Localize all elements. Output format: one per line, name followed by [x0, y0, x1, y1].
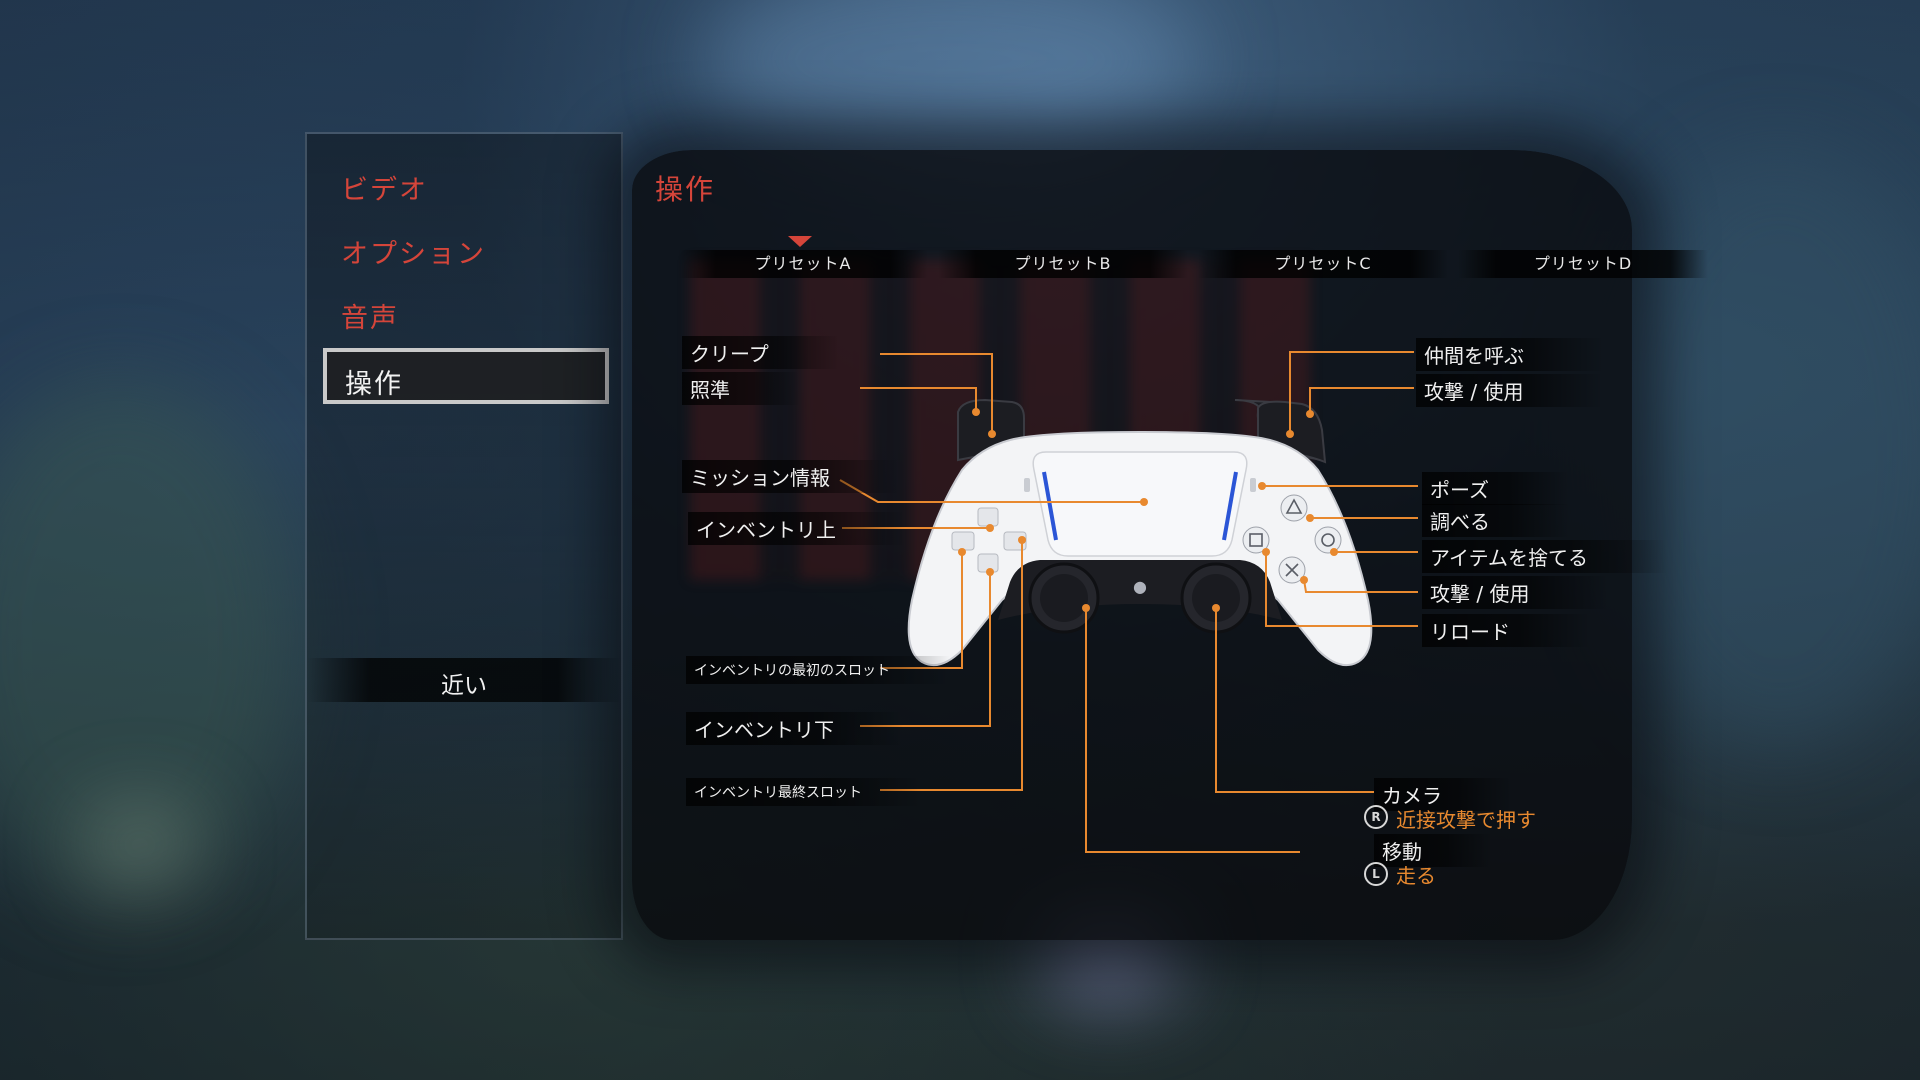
- label-circle-drop-item: アイテムを捨てる: [1422, 540, 1668, 573]
- dpad-left: [951, 531, 975, 551]
- leader-dots: [958, 408, 1338, 612]
- menu-item-controls[interactable]: 操作: [323, 348, 609, 404]
- label-left-stick-run: 走る: [1396, 864, 1436, 888]
- label-r1-attack-use: 攻撃 / 使用: [1416, 374, 1604, 407]
- tab-preset-b[interactable]: プリセットB: [938, 250, 1188, 278]
- label-dpad-right: インベントリ最終スロット: [686, 778, 922, 806]
- tab-preset-c[interactable]: プリセットC: [1198, 250, 1448, 278]
- label-options-pause: ポーズ: [1422, 472, 1569, 505]
- circle-button: [1314, 526, 1342, 554]
- label-square-reload: リロード: [1422, 614, 1590, 647]
- touchpad: [1032, 451, 1248, 557]
- menu-item-options[interactable]: オプション: [341, 239, 486, 270]
- label-l1-aim: 照準: [682, 372, 800, 405]
- label-right-stick-camera: カメラ: [1374, 778, 1512, 811]
- label-right-stick-melee: 近接攻撃で押す: [1396, 808, 1536, 832]
- label-dpad-left: インベントリの最初のスロット: [686, 656, 950, 684]
- left-stick-press-icon: L: [1364, 862, 1388, 886]
- selected-preset-marker-icon: [788, 236, 812, 247]
- label-cross-attack-use: 攻撃 / 使用: [1422, 576, 1610, 609]
- label-triangle-inspect: 調べる: [1422, 504, 1570, 537]
- tab-preset-d[interactable]: プリセットD: [1458, 250, 1708, 278]
- label-l2-creep: クリープ: [682, 336, 839, 369]
- distance-setting-value: 近い: [441, 673, 487, 699]
- options-button: [1250, 478, 1256, 492]
- label-dpad-up: インベントリ上: [688, 512, 906, 545]
- triangle-button: [1280, 494, 1308, 522]
- label-left-stick-move: 移動: [1374, 834, 1492, 867]
- tab-preset-a[interactable]: プリセットA: [678, 250, 928, 278]
- label-r2-call-partner: 仲間を呼ぶ: [1416, 338, 1604, 371]
- page-title: 操作: [655, 173, 716, 206]
- dpad-up: [977, 507, 999, 527]
- light-bar-left: [1042, 471, 1058, 541]
- menu-item-video[interactable]: ビデオ: [341, 175, 428, 206]
- menu-item-audio[interactable]: 音声: [341, 303, 399, 334]
- ps-logo-icon: ●: [1133, 577, 1147, 596]
- label-touchpad-mission: ミッション情報: [682, 460, 900, 493]
- distance-setting-bar[interactable]: 近い: [307, 658, 621, 702]
- right-stick-press-icon: R: [1364, 805, 1388, 829]
- create-button: [1024, 478, 1030, 492]
- leader-lines: [839, 351, 1418, 853]
- settings-menu-panel: ビデオ オプション 音声 操作 近い: [305, 132, 623, 940]
- label-dpad-down: インベントリ下: [686, 712, 904, 745]
- light-bar-right: [1222, 471, 1238, 541]
